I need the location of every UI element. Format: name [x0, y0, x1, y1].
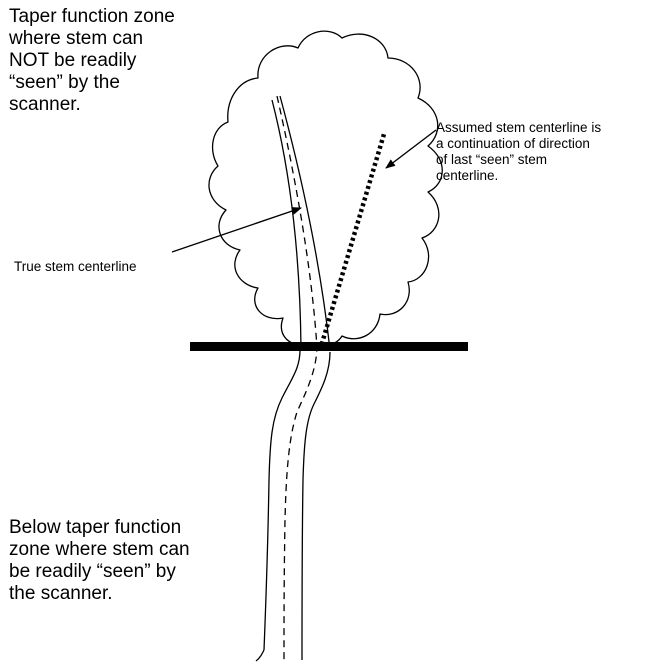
stem-left-edge-lower	[264, 350, 300, 650]
true-centerline-label: True stem centerline	[14, 259, 137, 275]
tree-crown-outline	[209, 31, 442, 347]
true-stem-centerline	[277, 96, 317, 660]
assumed-centerline-arrow	[386, 130, 436, 168]
stem-right-edge-upper	[280, 96, 330, 350]
assumed-stem-centerline	[320, 134, 384, 350]
lower-zone-label: Below taper function zone where stem can…	[9, 517, 190, 605]
stem-root-flare	[256, 650, 264, 661]
assumed-centerline-label: Assumed stem centerline is a continuatio…	[436, 120, 601, 184]
upper-zone-label: Taper function zone where stem can NOT b…	[9, 6, 175, 116]
taper-zone-boundary-bar	[190, 342, 468, 351]
true-centerline-arrow	[172, 208, 301, 252]
stem-right-edge-lower	[302, 352, 330, 660]
